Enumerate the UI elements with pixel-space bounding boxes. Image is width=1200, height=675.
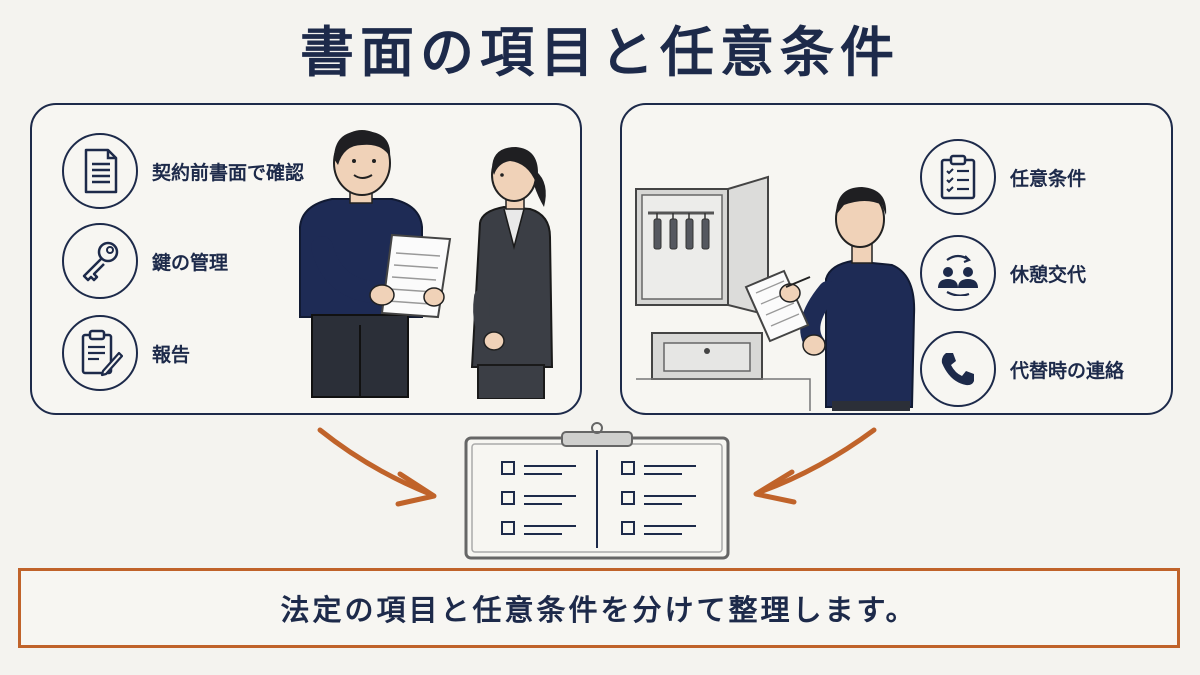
key-icon bbox=[62, 223, 138, 299]
summary-text: 法定の項目と任意条件を分けて整理します。 bbox=[280, 593, 918, 627]
right-item-contact: 代替時の連絡 bbox=[920, 331, 1124, 407]
left-item-key: 鍵の管理 bbox=[62, 223, 228, 299]
left-item-contract: 契約前書面で確認 bbox=[62, 133, 304, 209]
document-icon bbox=[62, 133, 138, 209]
left-item-report: 報告 bbox=[62, 315, 190, 391]
key-cabinet-illustration bbox=[635, 175, 916, 411]
summary-box: 法定の項目と任意条件を分けて整理します。 bbox=[18, 568, 1180, 648]
phone-icon bbox=[920, 331, 996, 407]
right-item-optional: 任意条件 bbox=[920, 139, 1086, 215]
meeting-illustration bbox=[299, 130, 554, 399]
people-rotate-icon bbox=[920, 235, 996, 311]
right-item-label: 代替時の連絡 bbox=[1010, 359, 1125, 382]
merge-diagram bbox=[317, 422, 877, 560]
left-item-label: 報告 bbox=[152, 343, 191, 366]
right-panel: 任意条件 休憩交代 代替時の連絡 bbox=[620, 103, 1173, 415]
left-panel: 契約前書面で確認 鍵の管理 報告 bbox=[30, 103, 582, 415]
right-item-label: 休憩交代 bbox=[1010, 263, 1087, 286]
clipboard-pencil-icon bbox=[62, 315, 138, 391]
checklist-board-icon bbox=[464, 422, 730, 560]
right-item-label: 任意条件 bbox=[1010, 167, 1087, 190]
left-item-label: 鍵の管理 bbox=[152, 251, 229, 274]
arrow-left bbox=[317, 427, 437, 507]
page-title: 書面の項目と任意条件 bbox=[300, 21, 900, 84]
arrow-right bbox=[753, 427, 877, 505]
right-item-break: 休憩交代 bbox=[920, 235, 1086, 311]
checklist-clipboard-icon bbox=[920, 139, 996, 215]
left-item-label: 契約前書面で確認 bbox=[152, 161, 305, 184]
